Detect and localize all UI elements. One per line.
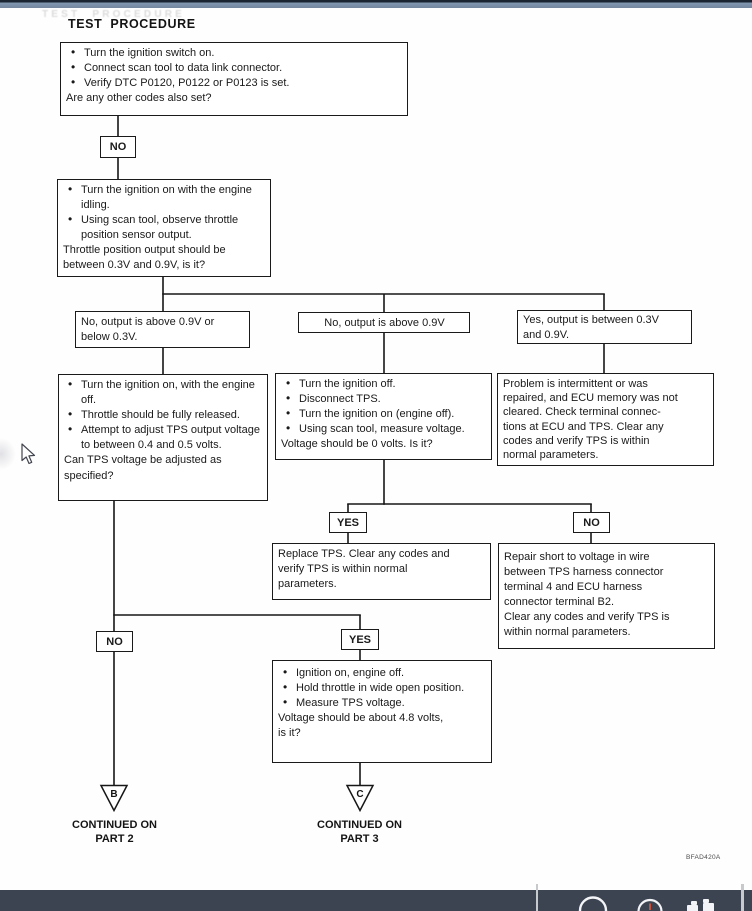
page-title: TEST PROCEDURE xyxy=(68,17,196,31)
node-question-line: Can TPS voltage be adjusted as xyxy=(64,454,222,467)
bullet-item: Turn the ignition on with the engine idl… xyxy=(68,182,266,213)
node-text-line: codes and verify TPS is within xyxy=(503,434,650,447)
node-question-line: Voltage should be 0 volts. Is it? xyxy=(281,438,433,451)
node-observe-tps-output: Turn the ignition on with the engine idl… xyxy=(57,179,271,277)
branch-high-output: No, output is above 0.9V xyxy=(298,312,470,333)
bullet-item: Verify DTC P0120, P0122 or P0123 is set. xyxy=(71,75,403,91)
node-text-line: Repair short to voltage in wire xyxy=(504,551,650,563)
node-disconnect-tps: Turn the ignition off. Disconnect TPS. T… xyxy=(275,373,492,460)
ghost-title-artifact: TEST PROCEDURE xyxy=(42,9,186,20)
node-intermittent-problem: Problem is intermittent or was repaired,… xyxy=(497,373,714,466)
node-question-line: specified? xyxy=(64,469,114,482)
node-text-line: terminal 4 and ECU harness xyxy=(504,581,643,594)
bullet-item: Turn the ignition switch on. xyxy=(71,45,403,61)
bullet-item: Throttle should be fully released. xyxy=(68,407,263,423)
branch-low-high-output: No, output is above 0.9V or below 0.3V. xyxy=(75,311,250,348)
branch-text-line: below 0.3V. xyxy=(81,331,138,344)
node-text-line: between TPS harness connector xyxy=(504,566,664,579)
part-number: PART 2 xyxy=(95,832,134,845)
node-text-line: connector terminal B2. xyxy=(504,596,615,609)
continued-on-part-2: CONTINUED ON PART 2 xyxy=(44,819,185,846)
node-question: Are any other codes also set? xyxy=(66,92,212,105)
node-adjust-tps: Turn the ignition on, with the engine of… xyxy=(58,374,268,501)
connector-letter-b: B xyxy=(110,789,117,800)
continued-on-text: CONTINUED ON xyxy=(72,819,157,831)
decision-label-no-1: NO xyxy=(100,136,136,158)
decision-label-yes-1: YES xyxy=(329,512,367,533)
node-initial-check: Turn the ignition switch on. Connect sca… xyxy=(60,42,408,116)
scrollbar-line[interactable] xyxy=(741,884,744,911)
decision-label-no-3: NO xyxy=(96,631,133,652)
node-question-line: Throttle position output should be xyxy=(63,244,226,257)
node-question-line: between 0.3V and 0.9V, is it? xyxy=(63,259,206,272)
node-question-line: is it? xyxy=(278,727,301,740)
offpage-connector-b-triangle xyxy=(99,784,129,813)
bullet-item: Ignition on, engine off. xyxy=(283,665,487,681)
node-repair-short: Repair short to voltage in wire between … xyxy=(498,543,715,649)
part-number: PART 3 xyxy=(340,832,379,845)
node-text-line: tions at ECU and TPS. Clear any xyxy=(503,420,664,433)
branch-text-line: No, output is above 0.9V xyxy=(324,317,445,329)
node-text-line: verify TPS is within normal xyxy=(278,563,408,576)
cursor-halo xyxy=(0,438,16,470)
node-replace-tps: Replace TPS. Clear any codes and verify … xyxy=(272,543,491,600)
toolbar xyxy=(0,890,752,911)
node-text-line: Problem is intermittent or was xyxy=(503,378,648,390)
node-text-line: normal parameters. xyxy=(503,449,599,462)
branch-text-line: No, output is above 0.9V or xyxy=(81,316,215,328)
mouse-cursor-icon xyxy=(21,443,36,465)
panels-icon[interactable] xyxy=(687,899,714,911)
bullet-list: Turn the ignition switch on. Connect sca… xyxy=(66,45,403,91)
flow-connectors xyxy=(113,116,605,785)
bullet-list: Ignition on, engine off. Hold throttle i… xyxy=(278,665,487,711)
bullet-item: Disconnect TPS. xyxy=(286,391,487,407)
node-text-line: within normal parameters. xyxy=(504,626,631,639)
node-text-line: repaired, and ECU memory was not xyxy=(503,392,678,405)
connector-letter-c: C xyxy=(356,789,363,800)
bullet-item: Turn the ignition on (engine off). xyxy=(286,406,487,422)
node-text-line: Clear any codes and verify TPS is xyxy=(504,611,670,624)
decision-label-yes-2: YES xyxy=(341,629,379,650)
clock-icon[interactable] xyxy=(637,898,663,911)
node-wide-open-throttle-test: Ignition on, engine off. Hold throttle i… xyxy=(272,660,492,763)
node-text-line: cleared. Check terminal connec- xyxy=(503,406,661,419)
branch-text-line: and 0.9V. xyxy=(523,329,570,342)
bullet-item: Using scan tool, observe throttle positi… xyxy=(68,212,266,243)
decision-label-no-2: NO xyxy=(573,512,610,533)
bullet-item: Turn the ignition off. xyxy=(286,376,487,392)
branch-text-line: Yes, output is between 0.3V xyxy=(523,314,659,326)
bullet-item: Connect scan tool to data link connector… xyxy=(71,60,403,76)
bullet-list: Turn the ignition off. Disconnect TPS. T… xyxy=(281,376,487,437)
continued-on-part-3: CONTINUED ON PART 3 xyxy=(289,819,430,846)
figure-code: BFAD420A xyxy=(686,854,721,861)
branch-normal-output: Yes, output is between 0.3V and 0.9V. xyxy=(517,310,692,344)
bullet-list: Turn the ignition on with the engine idl… xyxy=(63,182,266,243)
window-top-border xyxy=(0,0,752,8)
node-question-line: Voltage should be about 4.8 volts, xyxy=(278,712,444,725)
bullet-item: Attempt to adjust TPS output voltage to … xyxy=(68,422,263,453)
bullet-item: Turn the ignition on, with the engine of… xyxy=(68,377,263,408)
offpage-connector-c-triangle xyxy=(345,784,375,813)
node-text-line: Replace TPS. Clear any codes and xyxy=(278,548,450,560)
bullet-list: Turn the ignition on, with the engine of… xyxy=(64,377,263,453)
bullet-item: Hold throttle in wide open position. xyxy=(283,680,487,696)
bullet-item: Measure TPS voltage. xyxy=(283,695,487,711)
separator-line xyxy=(536,884,538,911)
bullet-item: Using scan tool, measure voltage. xyxy=(286,421,487,437)
continued-on-text: CONTINUED ON xyxy=(317,819,402,831)
node-text-line: parameters. xyxy=(278,578,337,591)
